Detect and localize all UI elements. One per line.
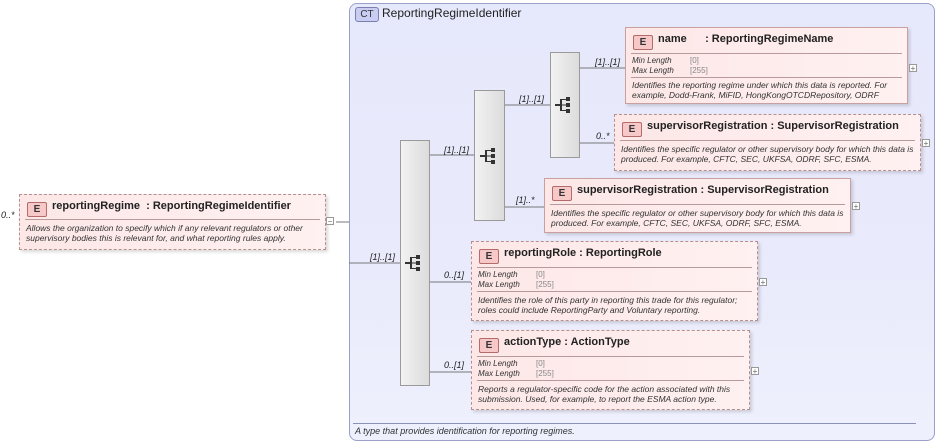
element-divider xyxy=(631,77,902,78)
max-length-label: Max Length xyxy=(632,66,674,75)
element-divider xyxy=(477,291,752,292)
expand-toggle[interactable]: + xyxy=(759,278,767,287)
reporting-role-cardinality: 0..[1] xyxy=(444,270,465,280)
complex-type-name: ReportingRegimeIdentifier xyxy=(382,6,522,20)
element-title: reportingRegime : ReportingRegimeIdentif… xyxy=(52,200,291,212)
element-badge: E xyxy=(27,202,47,217)
collapse-toggle[interactable]: − xyxy=(326,217,334,226)
root-cardinality: 0..* xyxy=(1,210,15,220)
min-length-value: [0] xyxy=(536,270,545,279)
element-divider xyxy=(550,204,845,205)
element-reporting-role[interactable]: E reportingRole : ReportingRole Min Leng… xyxy=(471,241,758,321)
element-divider xyxy=(477,267,752,268)
element-badge: E xyxy=(479,249,499,264)
element-divider xyxy=(620,140,915,141)
middle-sequence-cardinality: [1]..[1] xyxy=(444,145,470,155)
element-divider xyxy=(477,380,744,381)
min-length-value: [0] xyxy=(536,359,545,368)
element-title: supervisorRegistration : SupervisorRegis… xyxy=(577,184,829,196)
element-badge: E xyxy=(633,35,653,50)
max-length-label: Max Length xyxy=(478,280,520,289)
element-title: reportingRole : ReportingRole xyxy=(504,247,662,259)
outer-sequence-cardinality: [1]..[1] xyxy=(370,252,396,262)
element-supervisor-registration-inner[interactable]: E supervisorRegistration : SupervisorReg… xyxy=(614,114,921,171)
min-length-label: Min Length xyxy=(478,359,518,368)
max-length-value: [255] xyxy=(690,66,708,75)
element-divider xyxy=(477,356,744,357)
supervisor-inner-cardinality: 0..* xyxy=(596,131,610,141)
min-length-value: [0] xyxy=(690,56,699,65)
expand-toggle[interactable]: + xyxy=(909,64,917,73)
element-title: supervisorRegistration : SupervisorRegis… xyxy=(647,120,899,132)
element-divider xyxy=(631,53,902,54)
sequence-compositor-middle[interactable] xyxy=(474,90,505,221)
min-length-label: Min Length xyxy=(478,270,518,279)
sequence-compositor-inner[interactable] xyxy=(550,52,580,158)
sequence-icon xyxy=(479,147,495,164)
element-name[interactable]: E name : ReportingRegimeName Min Length … xyxy=(625,27,908,104)
sequence-icon xyxy=(555,97,570,113)
complex-type-badge: CT xyxy=(355,7,379,22)
expand-toggle[interactable]: + xyxy=(922,139,930,148)
supervisor-outer-cardinality: [1]..* xyxy=(516,195,535,205)
element-documentation: Identifies the reporting regime under wh… xyxy=(632,80,888,100)
expand-toggle[interactable]: + xyxy=(751,367,759,376)
element-documentation: Identifies the role of this party in rep… xyxy=(478,295,738,315)
sequence-compositor-outer[interactable] xyxy=(400,140,430,386)
element-title: actionType : ActionType xyxy=(504,336,630,348)
element-documentation: Allows the organization to specify which… xyxy=(26,223,303,243)
element-badge: E xyxy=(622,122,642,137)
element-documentation: Identifies the specific regulator or oth… xyxy=(621,144,914,164)
element-documentation: Identifies the specific regulator or oth… xyxy=(551,208,844,228)
element-divider xyxy=(25,219,320,220)
element-supervisor-registration[interactable]: E supervisorRegistration : SupervisorReg… xyxy=(544,178,851,233)
complex-type-documentation: A type that provides identification for … xyxy=(355,426,575,436)
max-length-label: Max Length xyxy=(478,369,520,378)
name-cardinality: [1]..[1] xyxy=(595,57,621,67)
expand-toggle[interactable]: + xyxy=(852,202,860,211)
element-badge: E xyxy=(552,186,572,201)
element-title: name : ReportingRegimeName xyxy=(658,33,834,45)
min-length-label: Min Length xyxy=(632,56,672,65)
element-action-type[interactable]: E actionType : ActionType Min Length [0]… xyxy=(471,330,750,410)
sequence-icon xyxy=(405,255,420,271)
element-documentation: Reports a regulator-specific code for th… xyxy=(478,384,731,404)
max-length-value: [255] xyxy=(536,280,554,289)
root-element-reporting-regime[interactable]: E reportingRegime : ReportingRegimeIdent… xyxy=(19,194,326,250)
complex-type-doc-divider xyxy=(353,423,916,424)
action-type-cardinality: 0..[1] xyxy=(444,360,465,370)
max-length-value: [255] xyxy=(536,369,554,378)
element-badge: E xyxy=(479,338,499,353)
inner-sequence-cardinality: [1]..[1] xyxy=(519,94,545,104)
